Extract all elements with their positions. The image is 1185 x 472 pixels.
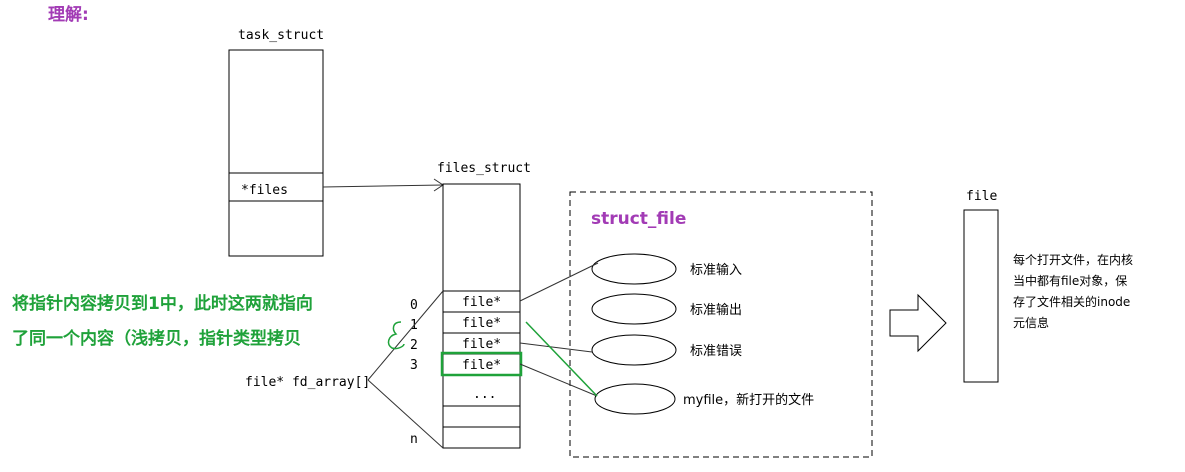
fd-index-0: 0: [410, 298, 418, 313]
fd-row-0: file*: [462, 295, 501, 310]
file-note-line-1: 每个打开文件，在内核: [1013, 252, 1133, 267]
file-box-label: file: [966, 189, 997, 204]
fd-pointer-lines: [519, 262, 599, 397]
fd-index-n: n: [410, 432, 418, 447]
fd-row-3: file*: [462, 358, 501, 373]
file-label-stderr: 标准错误: [690, 344, 742, 359]
files-struct-box: [442, 183, 521, 449]
file-note-line-3: 存了文件相关的inode: [1013, 294, 1130, 309]
fd-row-2: file*: [462, 337, 501, 352]
fd-index-3: 3: [410, 358, 418, 373]
task-struct-label: task_struct: [238, 28, 324, 43]
annotation-brace: [387, 321, 405, 350]
struct-file-region: [569, 191, 873, 458]
file-label-stdout: 标准输出: [690, 302, 742, 318]
annotation-line-2: 了同一个内容（浅拷贝，指针类型拷贝: [12, 328, 301, 349]
files-pointer-arrow: [322, 178, 444, 192]
file-object-stdout: [591, 293, 677, 325]
fd-index-2: 2: [410, 338, 418, 353]
files-field-label: *files: [241, 183, 288, 198]
files-struct-label: files_struct: [437, 161, 531, 176]
file-object-stderr: [591, 334, 677, 366]
annotation-line-1: 将指针内容拷贝到1中，此时这两就指向: [12, 293, 313, 314]
file-label-myfile: myfile，新打开的文件: [683, 392, 814, 408]
header-title: 理解:: [48, 4, 89, 25]
file-box: [963, 209, 999, 383]
fd-row-1: file*: [462, 316, 501, 331]
shallow-copy-pointer: [525, 321, 598, 397]
task-struct-box: [228, 49, 324, 257]
hollow-arrow-icon: [889, 293, 947, 353]
fd-array-label: file* fd_array[]: [245, 375, 370, 390]
fd-row-ellipsis: ...: [473, 387, 496, 402]
file-object-myfile: [594, 383, 676, 415]
file-note-line-2: 当中都有file对象，保: [1013, 273, 1127, 288]
file-object-stdin: [591, 253, 677, 285]
fd-array-bracket-lines: [367, 290, 444, 449]
file-label-stdin: 标准输入: [690, 262, 742, 278]
file-note-line-4: 元信息: [1013, 315, 1049, 330]
struct-file-title: struct_file: [591, 209, 686, 229]
